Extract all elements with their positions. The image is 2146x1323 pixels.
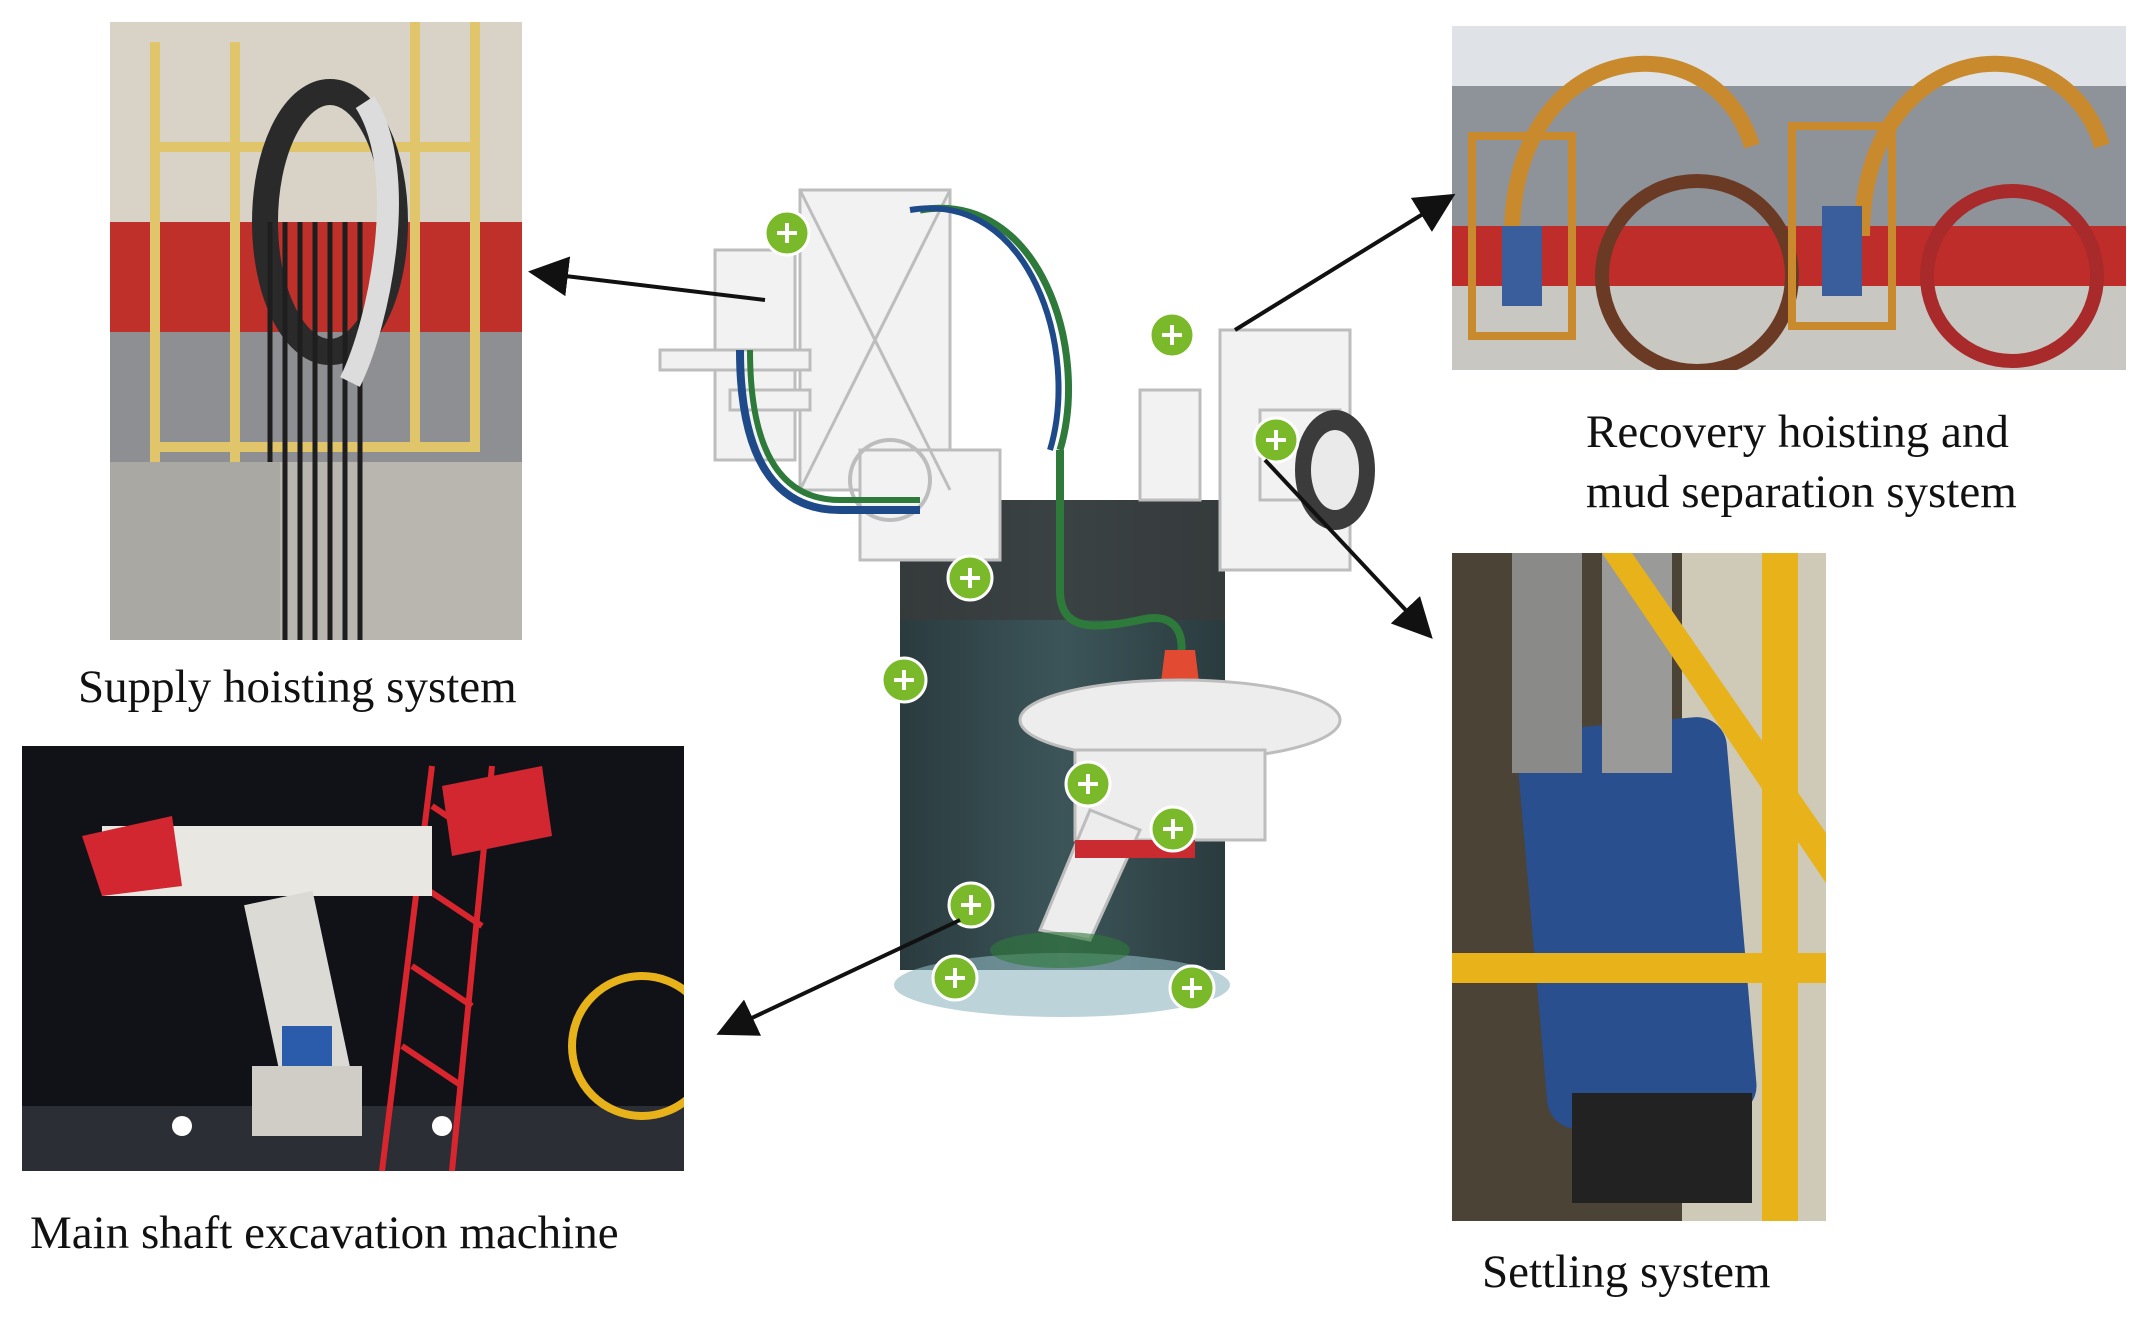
caption-main-shaft-machine: Main shaft excavation machine <box>30 1207 619 1259</box>
plus-circle-icon[interactable] <box>763 209 811 257</box>
caption-settling-system: Settling system <box>1482 1246 1771 1298</box>
arrow-to-main-shaft-machine <box>716 918 961 1036</box>
caption-recovery-line2: mud separation system <box>1586 466 2017 518</box>
plus-circle-icon[interactable] <box>1064 760 1112 808</box>
plus-circle-icon[interactable] <box>931 954 979 1002</box>
plus-circle-icon[interactable] <box>880 656 928 704</box>
recovery-hoisting-photo <box>1452 26 2126 370</box>
supply-hoisting-photo <box>110 22 522 640</box>
arrow-to-recovery-hoisting <box>1233 193 1456 332</box>
plus-circle-icon[interactable] <box>946 554 994 602</box>
plus-circle-icon[interactable] <box>1149 805 1197 853</box>
caption-recovery-hoisting: Recovery hoisting and mud separation sys… <box>1586 402 2017 522</box>
shaft-machine-diagram <box>620 150 1380 1090</box>
caption-recovery-line1: Recovery hoisting and <box>1586 406 2009 458</box>
caption-supply-hoisting: Supply hoisting system <box>78 661 517 713</box>
plus-circle-icon[interactable] <box>1148 311 1196 359</box>
arrow-to-settling-system <box>1263 458 1433 639</box>
settling-system-photo <box>1452 553 1826 1221</box>
arrow-to-supply-hoisting <box>528 256 766 302</box>
main-shaft-excavation-machine-photo <box>22 746 684 1171</box>
plus-circle-icon[interactable] <box>947 881 995 929</box>
plus-circle-icon[interactable] <box>1252 416 1300 464</box>
plus-circle-icon[interactable] <box>1168 964 1216 1012</box>
